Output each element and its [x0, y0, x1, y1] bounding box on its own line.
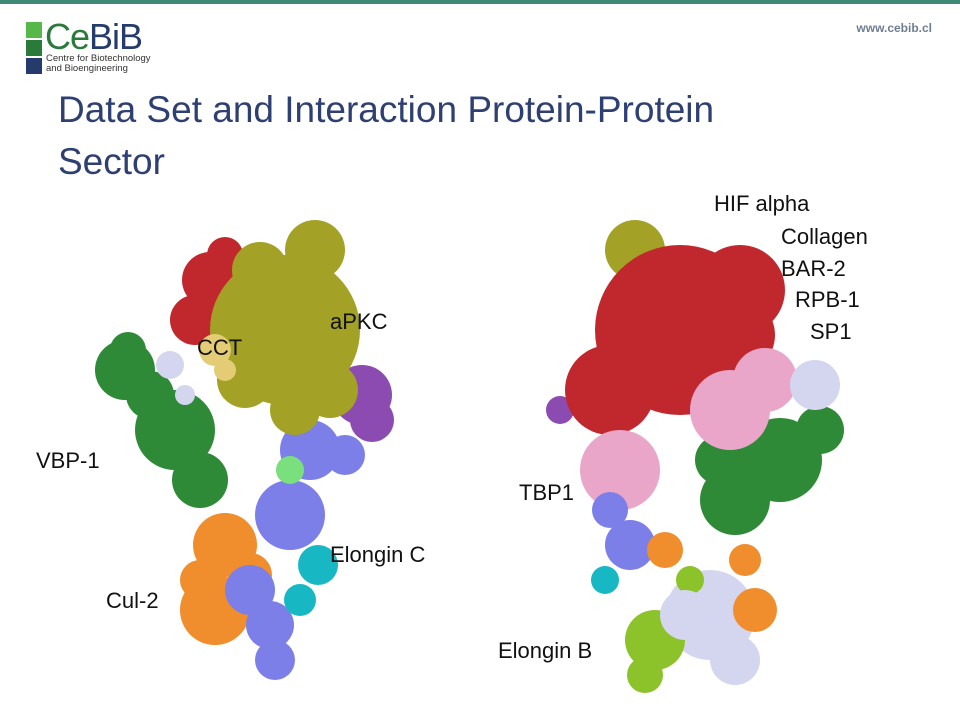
label-bar2: BAR-2 — [781, 256, 846, 281]
label-tbp1: TBP1 — [519, 480, 575, 505]
logo-subtitle: Centre for Biotechnology and Bioengineer… — [46, 53, 151, 74]
logo-squares-icon — [26, 22, 42, 74]
right-protein-surface — [546, 220, 844, 693]
domain-cyan-right — [591, 566, 619, 594]
domain-light-green-left — [276, 456, 304, 484]
domain-orange-right — [647, 532, 777, 632]
label-rpb1: RPB-1 — [795, 287, 860, 312]
label-sp1: SP1 — [810, 319, 852, 344]
label-cct: CCT — [197, 335, 243, 360]
domain-red-left — [170, 237, 243, 345]
label-cul2: Cul-2 — [106, 588, 159, 613]
domain-cyan-left — [284, 545, 338, 616]
website-url: www.cebib.cl — [856, 21, 932, 35]
domain-green-right — [695, 406, 844, 535]
slide-title: Data Set and Interaction Protein-Protein… — [58, 89, 715, 182]
label-elongin-b: Elongin B — [498, 638, 593, 663]
label-collagen: Collagen — [781, 224, 868, 249]
domain-khaki-left — [199, 334, 236, 381]
label-vbp1: VBP-1 — [36, 448, 100, 473]
domain-lavender-right-front — [660, 590, 710, 640]
domain-blue-right — [592, 492, 655, 570]
label-hif-alpha: HIF alpha — [714, 191, 810, 216]
domain-green-left — [95, 332, 228, 508]
cebib-logo: CeBiB Centre for Biotechnology and Bioen… — [26, 16, 166, 80]
left-protein-surface — [95, 220, 394, 680]
domain-blue-left — [225, 420, 365, 680]
label-elongin-c: Elongin C — [330, 542, 426, 567]
top-accent-bar — [0, 0, 960, 4]
domain-pink-right — [580, 348, 797, 510]
logo-wordmark: CeBiB — [45, 16, 143, 57]
domain-lavender-left — [156, 351, 195, 405]
domain-olive-left — [210, 220, 360, 435]
label-apkc: aPKC — [330, 309, 388, 334]
